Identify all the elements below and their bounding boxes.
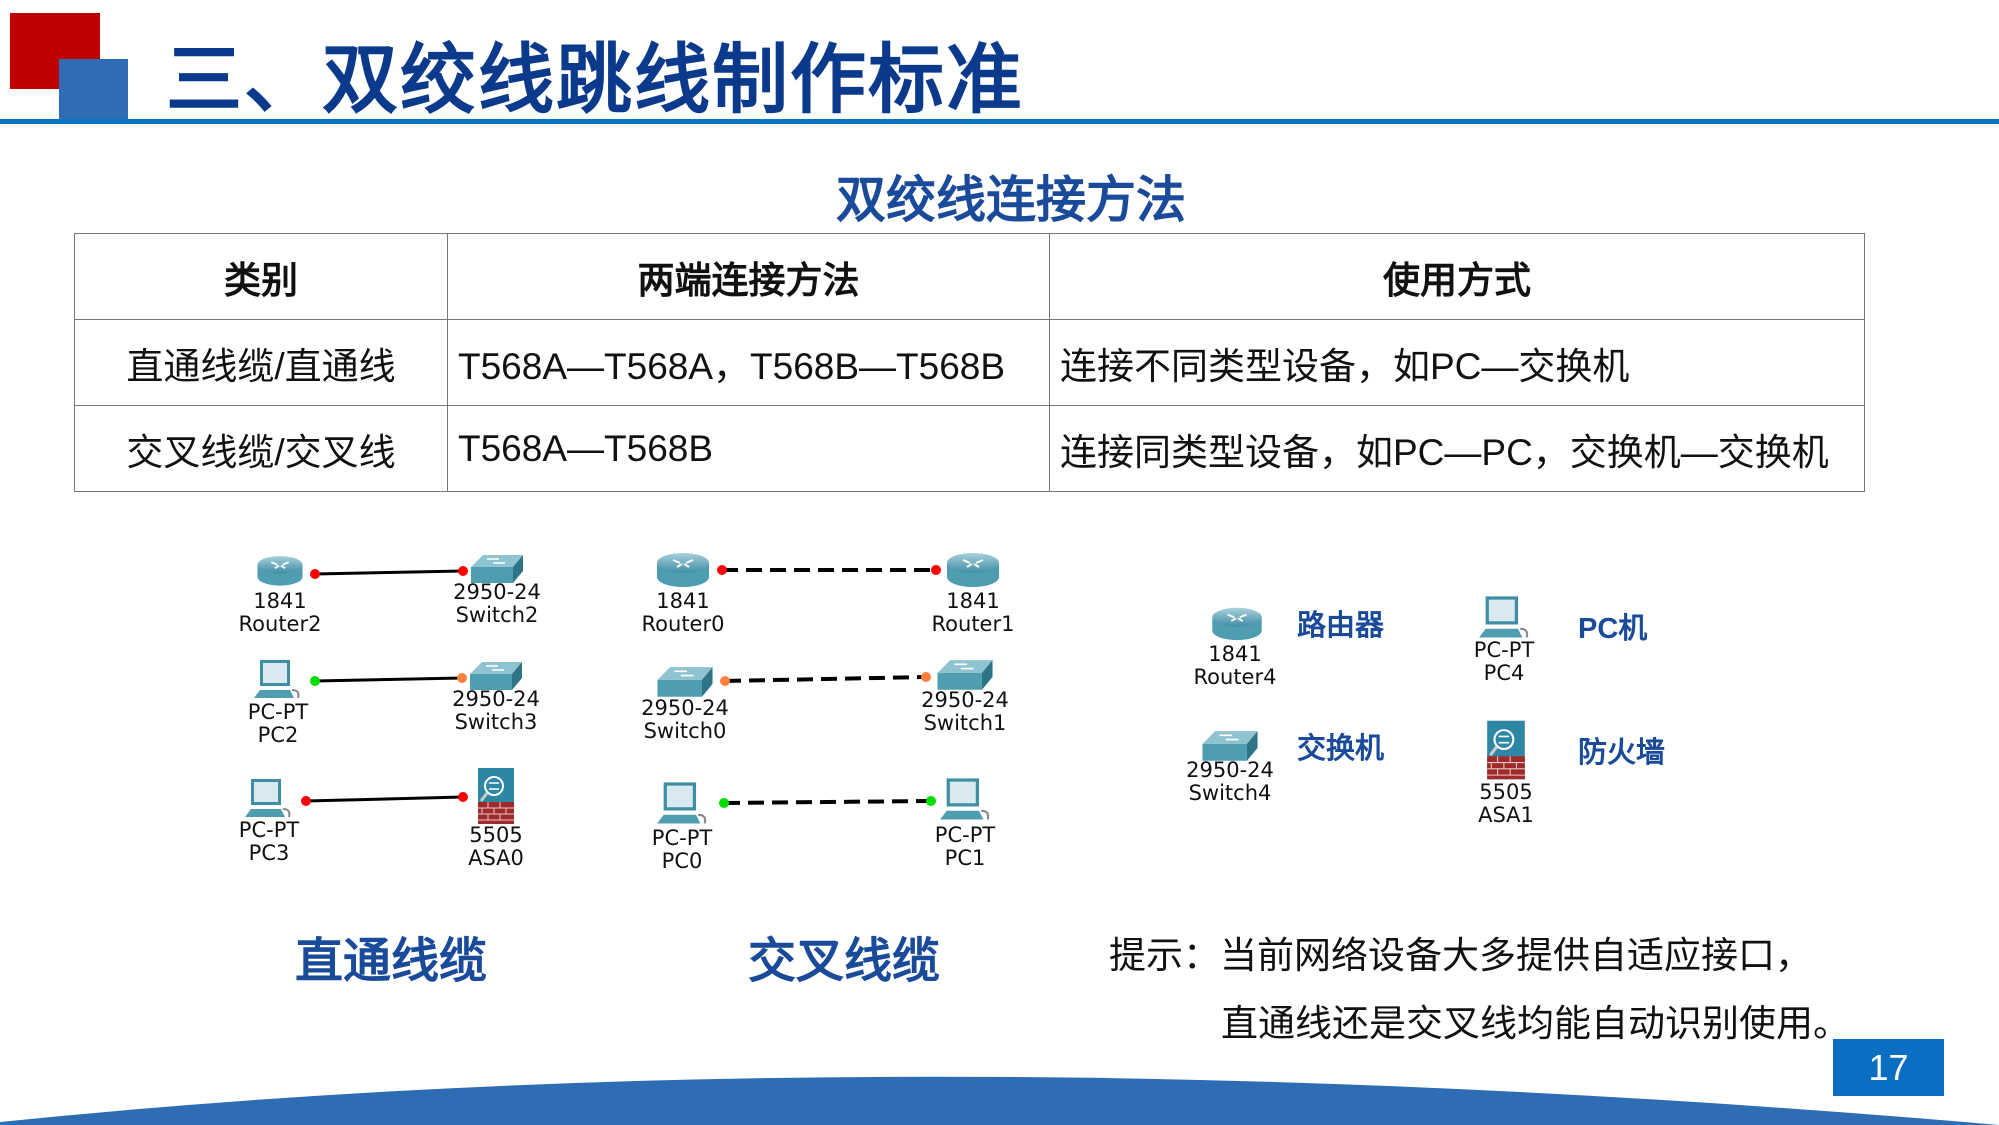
header-category: 类别 [74,233,448,320]
port-dot [458,792,468,802]
cell-usage: 连接同类型设备，如PC—PC，交换机—交换机 [1049,405,1865,492]
straight-links [301,566,468,806]
cell-method: T568A—T568A，T568B—T568B [447,319,1050,406]
port-dot [301,796,311,806]
port-dot [926,796,936,806]
crossover-links [722,568,936,805]
legend-router-label: 路由器 [1297,610,1385,642]
port-dot [458,566,468,576]
table-row: 直通线缆/直通线 T568A—T568A，T568B—T568B 连接不同类型设… [74,319,1865,406]
header-usage: 使用方式 [1049,233,1865,320]
title-divider [0,119,1999,124]
link-switch0-switch1 [724,675,927,683]
table-row: 交叉线缆/交叉线 T568A—T568B 连接同类型设备，如PC—PC，交换机—… [74,405,1865,492]
cell-category: 直通线缆/直通线 [74,319,448,406]
port-dot [457,673,467,683]
tip-line-1: 提示：当前网络设备大多提供自适应接口， [1109,935,1812,976]
port-dot [719,798,729,808]
header-method: 两端连接方法 [447,233,1050,320]
page-title: 三、双绞线跳线制作标准 [166,38,1024,123]
section-subtitle: 双绞线连接方法 [836,172,1186,228]
cell-usage: 连接不同类型设备，如PC—交换机 [1049,319,1865,406]
cell-method: T568A—T568B [447,405,1050,492]
port-dot [717,565,727,575]
port-dot [931,565,941,575]
caption-straight-cable: 直通线缆 [294,935,488,988]
tip-line-2: 直通线还是交叉线均能自动识别使用。 [1221,1003,1850,1044]
logo-blue-square [59,59,128,122]
link-router2-switch2 [314,569,464,576]
caption-crossover-cable: 交叉线缆 [747,935,941,988]
port-dot [720,676,730,686]
table-header-row: 类别 两端连接方法 使用方式 [74,233,1865,320]
port-dot [310,676,320,686]
legend-firewall-label: 防火墙 [1578,737,1666,769]
port-dot [310,569,320,579]
link-pc0-pc1 [723,799,932,805]
port-dot [921,672,931,682]
page-number: 17 [1833,1039,1944,1096]
legend-pc-label: PC机 [1578,613,1648,645]
cell-category: 交叉线缆/交叉线 [74,405,448,492]
connection-table: 类别 两端连接方法 使用方式 直通线缆/直通线 T568A—T568A，T568… [74,233,1865,492]
legend-switch-label: 交换机 [1297,733,1385,765]
link-pc3-asa0 [305,795,464,803]
link-pc2-switch3 [314,676,463,683]
